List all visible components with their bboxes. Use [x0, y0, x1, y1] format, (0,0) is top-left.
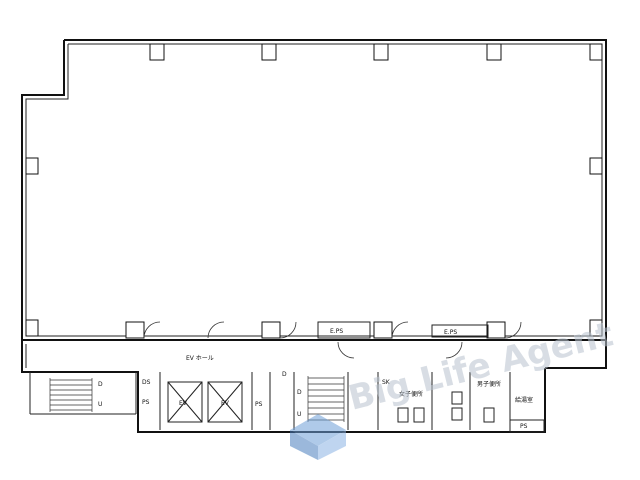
- label-up-1: U: [98, 401, 102, 408]
- office-outline: [21, 39, 607, 341]
- columns-bottom: [125, 321, 506, 339]
- label-ds: DS: [142, 379, 151, 386]
- label-ev-1: EV: [179, 400, 188, 407]
- label-eps-right: E.PS: [444, 329, 457, 336]
- office-doors: [143, 321, 522, 359]
- core-block: [29, 368, 546, 433]
- stair-left: [49, 378, 93, 412]
- label-wc-women: 女子便所: [399, 390, 423, 398]
- label-ps-3: PS: [520, 423, 528, 430]
- label-ps-1: PS: [142, 399, 150, 406]
- label-kyuto: 給湯室: [515, 396, 533, 404]
- columns-top: [149, 43, 603, 61]
- toilet-fixtures: [397, 391, 495, 423]
- label-ps-2: PS: [255, 401, 263, 408]
- label-down-1: D: [98, 381, 103, 388]
- label-sk: SK: [382, 379, 391, 386]
- eps-rooms: [317, 321, 489, 339]
- columns-side: [25, 157, 603, 337]
- label-down-3: D: [282, 371, 287, 378]
- label-ev-hall: EV ホール: [186, 355, 214, 362]
- label-down-2: D: [297, 389, 302, 396]
- label-ev-2: EV: [221, 400, 230, 407]
- label-wc-men: 男子便所: [477, 380, 501, 388]
- label-up-2: U: [297, 411, 301, 418]
- room-labels: E.PS E.PS EV ホール DS PS PS PS EV EV SK 女子…: [98, 328, 533, 430]
- stair-center: [307, 376, 345, 422]
- label-eps-top: E.PS: [330, 328, 343, 335]
- watermark-logo-icon: [290, 414, 346, 460]
